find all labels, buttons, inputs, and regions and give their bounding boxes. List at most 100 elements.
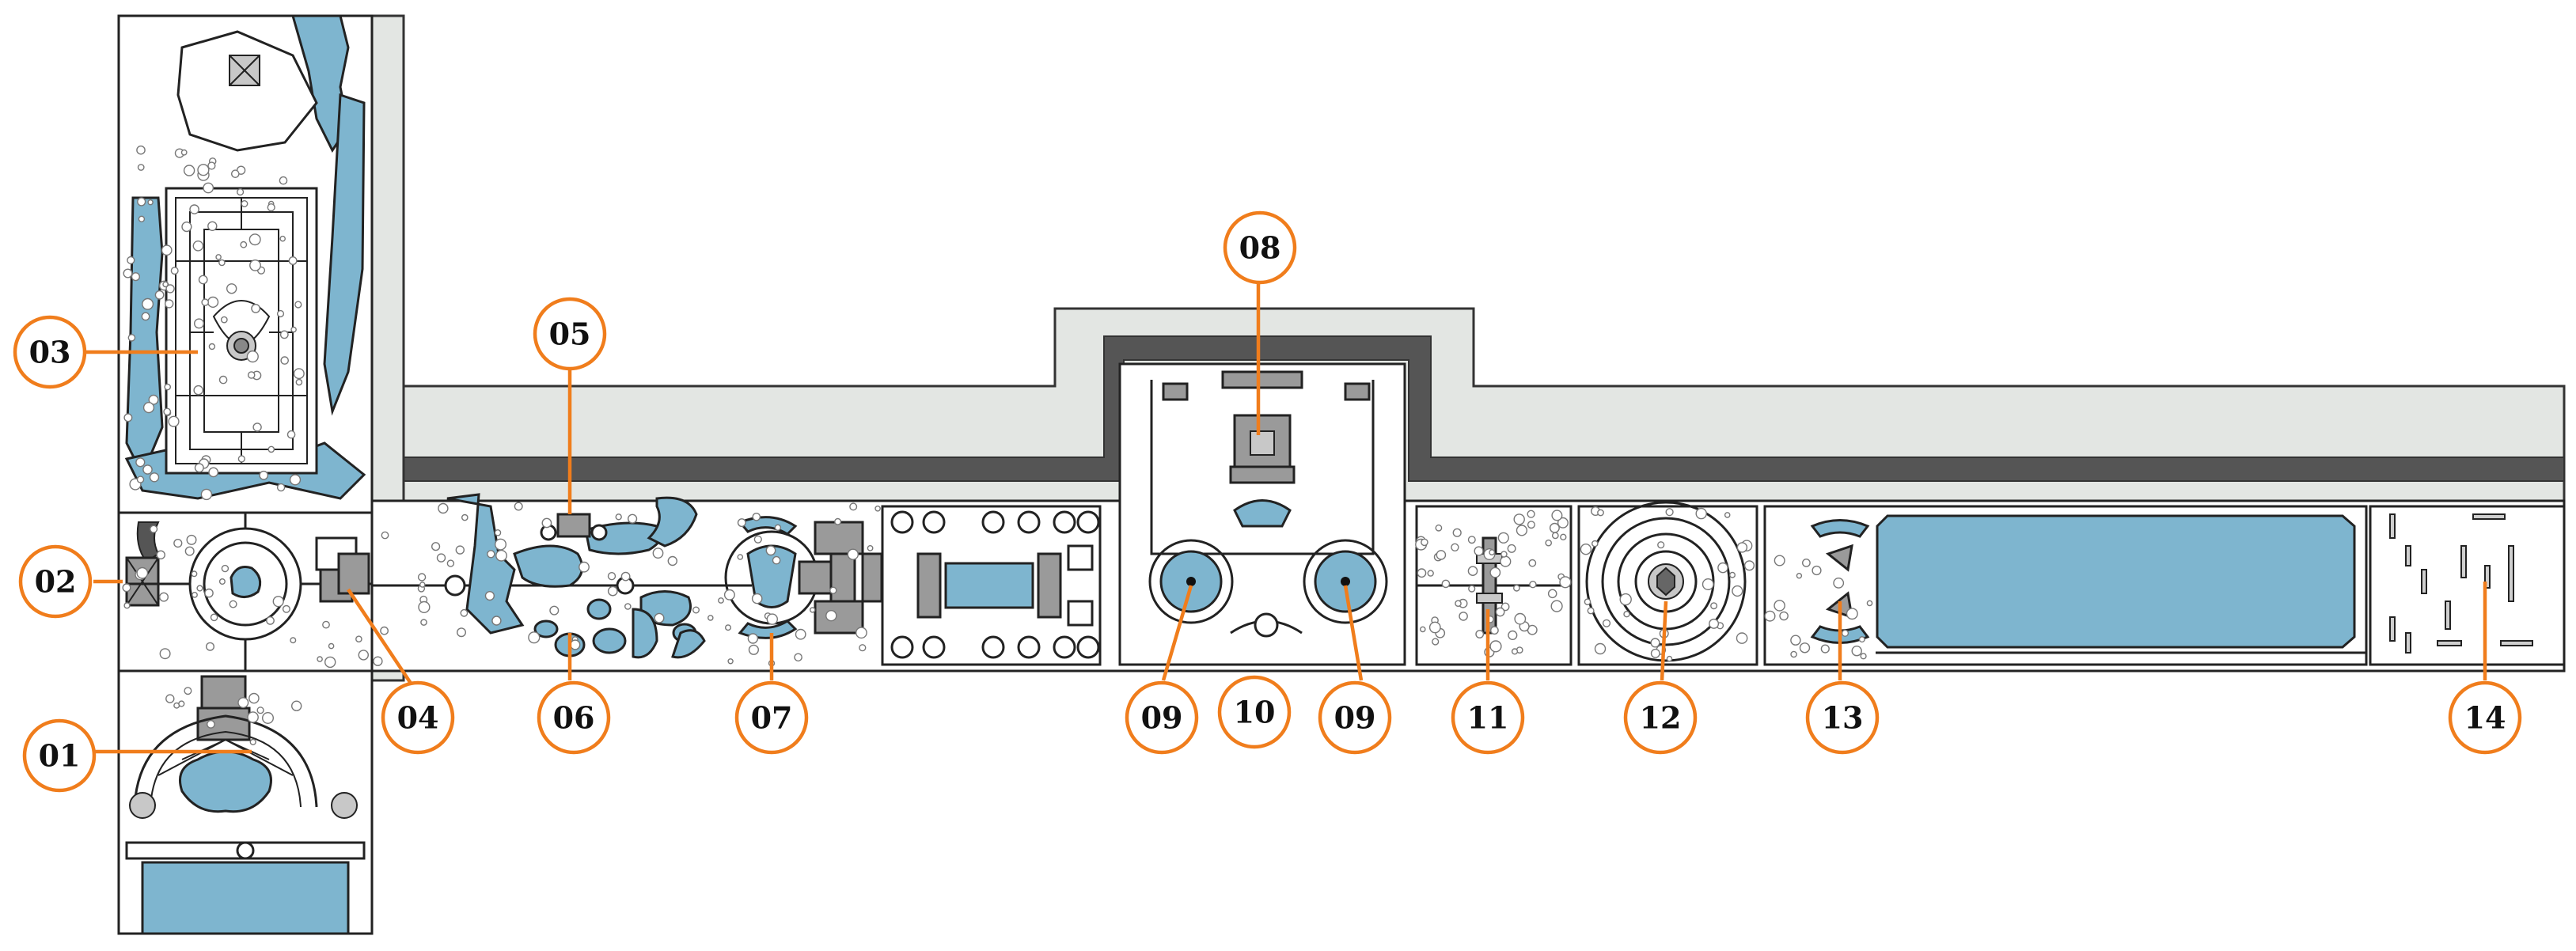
callout-01-label: 01	[39, 738, 81, 774]
callout-11[interactable]: 11	[1451, 680, 1525, 755]
callout-07[interactable]: 07	[734, 680, 809, 755]
tree-dot	[1799, 642, 1811, 654]
tree-dot	[1584, 598, 1592, 606]
tree-dot	[1508, 630, 1518, 641]
callout-04-label: 04	[397, 700, 439, 736]
tree-dot	[825, 610, 837, 622]
tree-dot	[215, 254, 222, 260]
callout-05-label: 05	[549, 316, 591, 352]
tree-dot	[438, 502, 449, 514]
tree-dot	[1451, 543, 1459, 551]
tree-dot	[168, 415, 180, 427]
tree-dot	[276, 483, 286, 492]
tree-dot	[220, 316, 228, 324]
tree-dot	[1511, 648, 1519, 655]
tree-dot	[1529, 581, 1537, 589]
tree-dot	[528, 631, 541, 644]
tree-dot	[193, 318, 204, 329]
tree-dot	[1587, 607, 1595, 615]
tree-dot	[748, 644, 760, 655]
tree-dot	[1743, 560, 1755, 571]
tree-dot	[1666, 655, 1673, 662]
callout-10[interactable]: 10	[1217, 675, 1292, 749]
tree-dot	[867, 545, 874, 551]
tree-dot	[1500, 551, 1508, 558]
long-pool-garden	[1763, 505, 2368, 666]
tree-dot	[170, 267, 179, 275]
tree-dot	[1602, 619, 1611, 627]
tree-dot	[725, 624, 732, 631]
tree-dot	[1497, 532, 1509, 544]
tree-dot	[607, 572, 616, 581]
tree-dot	[192, 240, 204, 252]
tree-dot	[276, 309, 285, 318]
tree-dot	[164, 383, 171, 391]
tree-dot	[184, 687, 192, 695]
tree-dot	[495, 549, 507, 562]
tree-dot	[418, 601, 431, 614]
tree-dot	[147, 199, 154, 206]
tree-dot	[131, 272, 141, 282]
callout-09-right[interactable]: 09	[1318, 680, 1392, 755]
tree-dot	[203, 182, 214, 194]
tree-dot	[173, 538, 183, 548]
callout-06[interactable]: 06	[537, 680, 611, 755]
tree-dot	[1764, 610, 1776, 622]
tree-dot	[291, 700, 302, 711]
tree-dot	[165, 284, 175, 294]
circular-garden-12	[1577, 501, 1758, 666]
tree-dot	[1801, 559, 1811, 567]
tree-dot	[615, 513, 622, 521]
tree-dot	[191, 570, 198, 578]
callout-05[interactable]: 05	[533, 297, 607, 371]
callout-13[interactable]: 13	[1805, 680, 1880, 755]
tree-dot	[249, 738, 256, 746]
tree-dot	[159, 648, 171, 660]
main-strip	[337, 362, 2566, 673]
tree-dot	[218, 259, 226, 267]
tree-dot	[355, 635, 362, 643]
callout-04[interactable]: 04	[381, 680, 455, 755]
tree-dot	[256, 707, 264, 714]
tree-dot	[1490, 626, 1499, 635]
tree-dot	[154, 290, 165, 300]
tree-dot	[795, 628, 806, 640]
tree-dot	[282, 604, 290, 613]
callout-14-label: 14	[2464, 700, 2506, 736]
tree-dot	[163, 407, 172, 416]
tree-dot	[1858, 636, 1865, 643]
tree-dot	[1489, 566, 1501, 578]
tree-dot	[1528, 559, 1537, 567]
tree-dot	[288, 256, 298, 266]
tree-dot	[184, 546, 195, 556]
pond-garden	[337, 493, 752, 659]
tree-dot	[247, 371, 256, 379]
tree-dot	[150, 525, 158, 533]
tree-dot	[607, 585, 618, 597]
callout-14[interactable]: 14	[2448, 680, 2522, 755]
tree-dot	[138, 215, 146, 222]
tree-dot	[491, 616, 502, 626]
tree-dot	[1650, 638, 1660, 648]
tree-dot	[240, 241, 248, 248]
tree-dot	[1489, 640, 1502, 653]
callout-09-left[interactable]: 09	[1125, 680, 1199, 755]
callout-08[interactable]: 08	[1223, 210, 1297, 285]
callout-03[interactable]: 03	[13, 315, 87, 389]
callout-02[interactable]: 02	[18, 544, 93, 619]
tree-dot	[834, 517, 842, 525]
tree-dot	[1545, 539, 1552, 547]
tree-dot	[420, 619, 427, 626]
tree-dot	[161, 244, 173, 256]
tree-dot	[206, 720, 215, 729]
tree-dot	[1580, 544, 1592, 555]
callout-01[interactable]: 01	[22, 718, 97, 793]
callout-12[interactable]: 12	[1623, 680, 1698, 755]
tree-dot	[1467, 566, 1478, 577]
tree-dot	[1695, 507, 1707, 520]
tree-dot	[272, 596, 284, 608]
tree-canopy-dots	[122, 145, 1873, 746]
tree-dot	[295, 378, 303, 386]
tree-dot	[122, 583, 131, 593]
tree-dot	[290, 637, 297, 644]
